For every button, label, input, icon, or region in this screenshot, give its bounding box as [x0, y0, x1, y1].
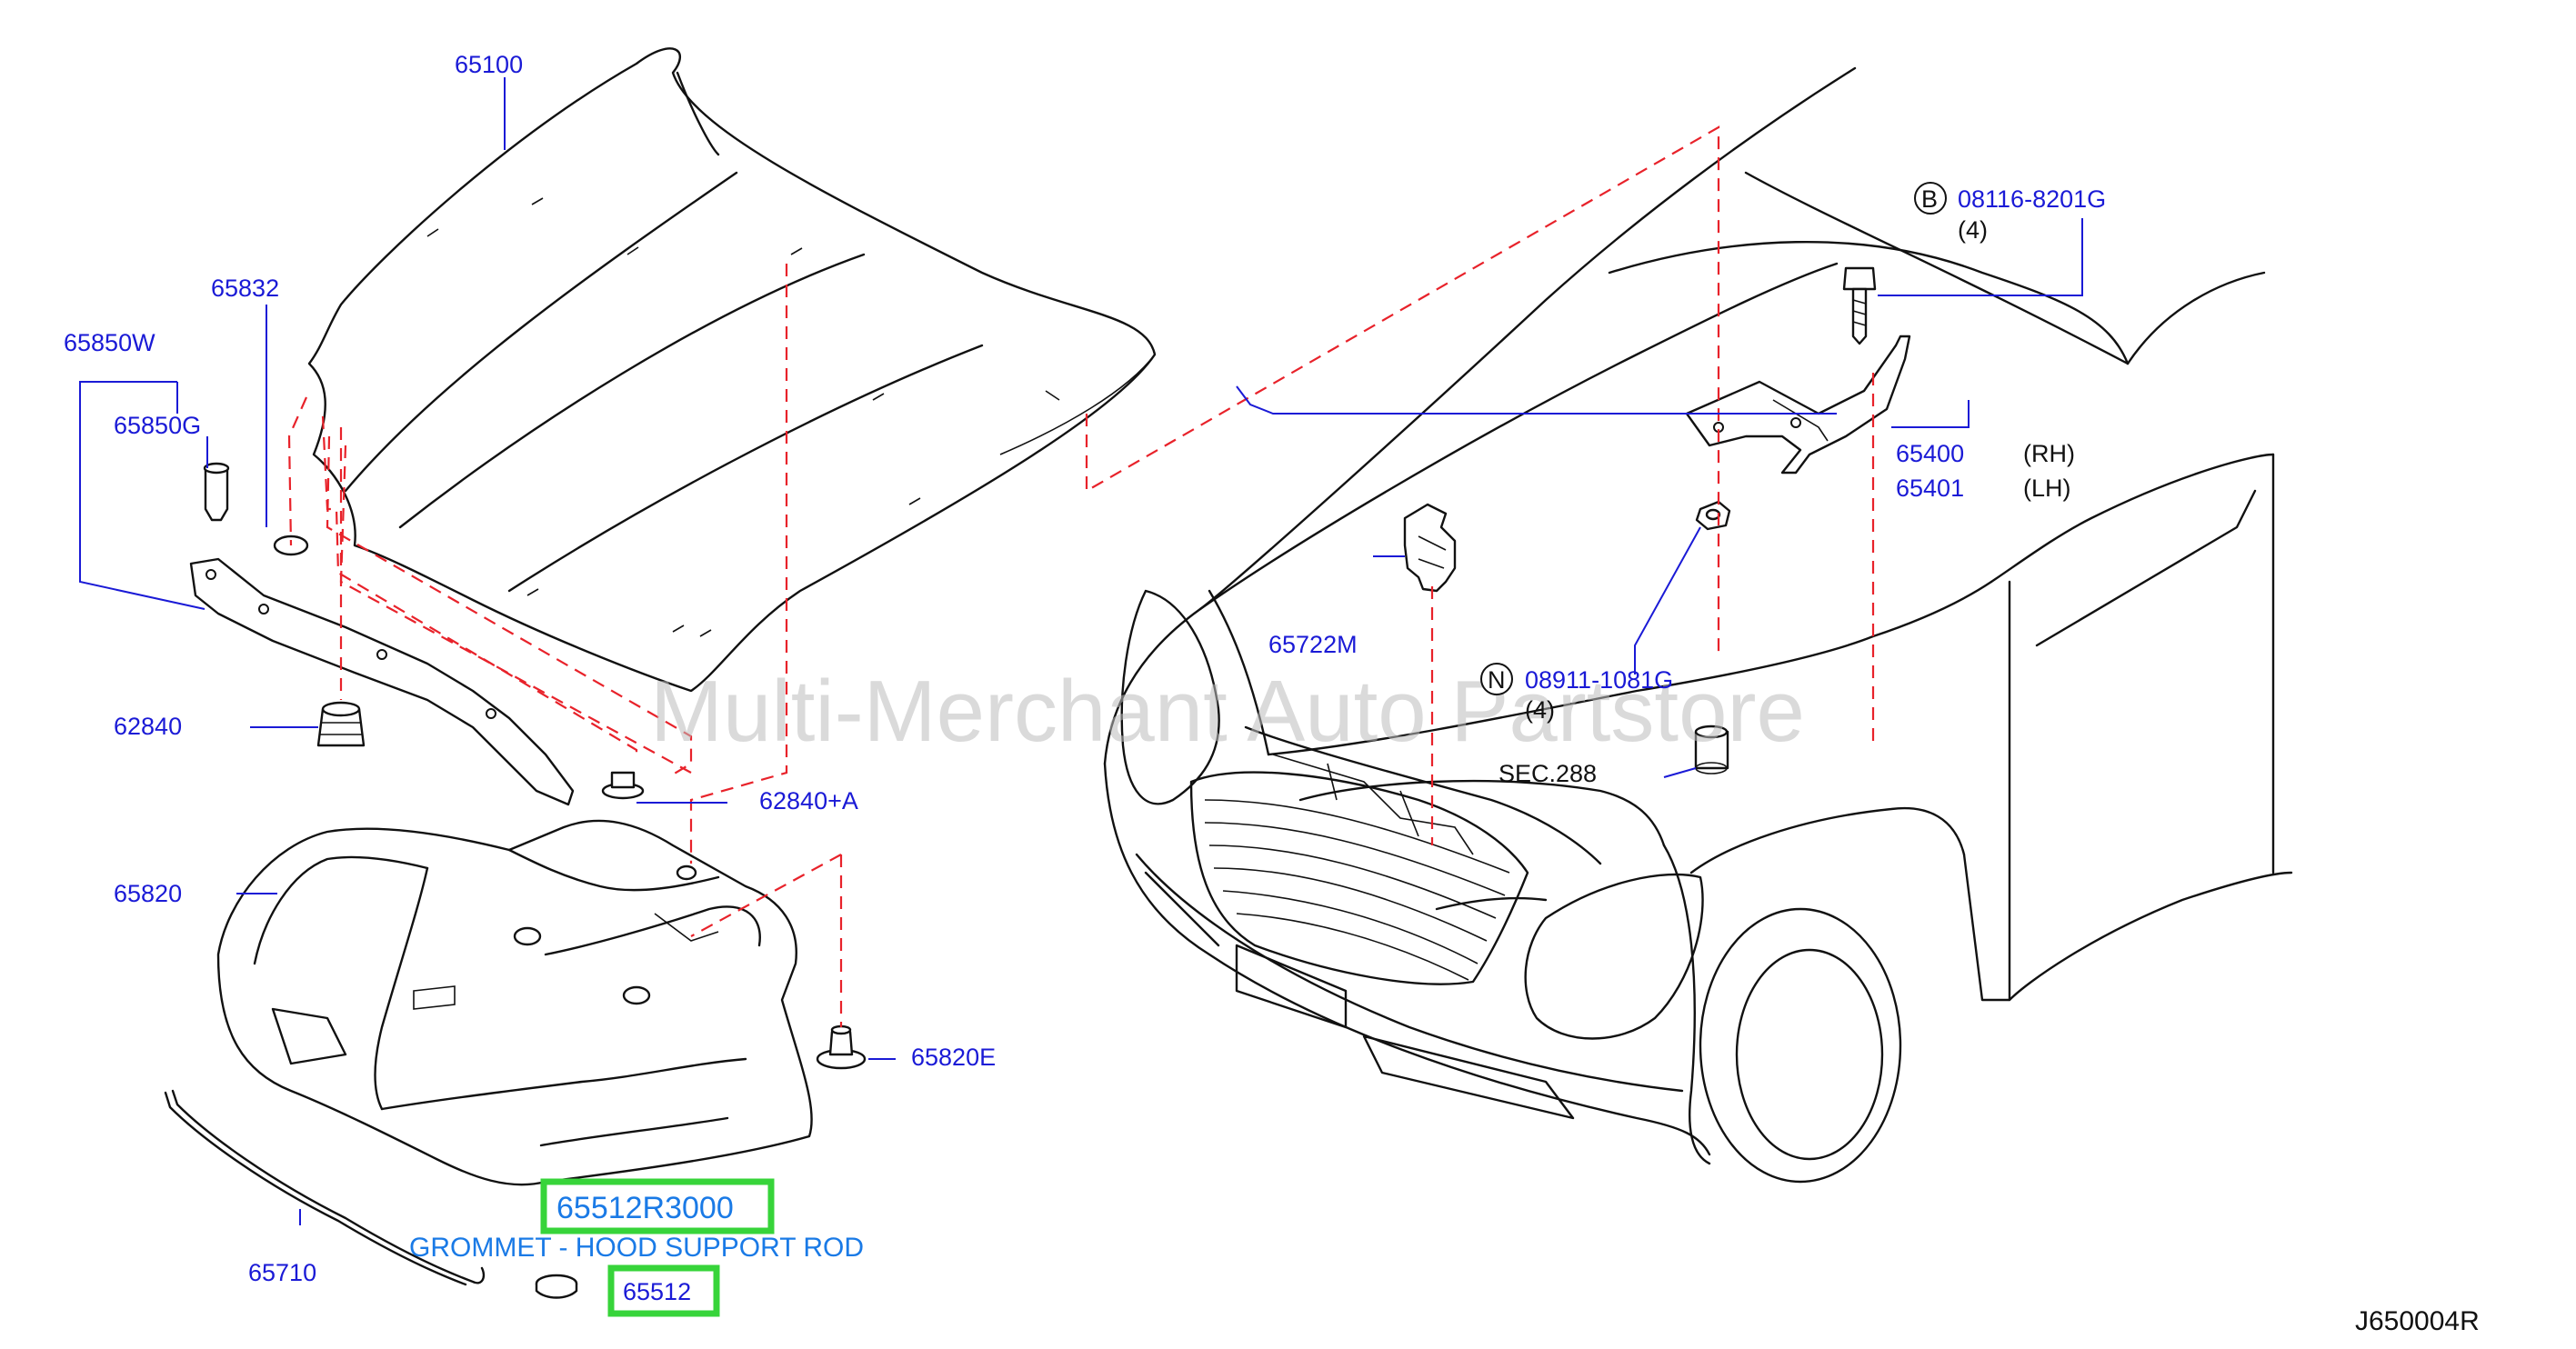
- rod-clamp: [1403, 503, 1457, 593]
- vehicle-body: [1103, 66, 2293, 1184]
- callout-65820[interactable]: 65820: [114, 880, 182, 907]
- sec288-part: [1694, 724, 1729, 774]
- seal-clip: [203, 462, 230, 522]
- grommet: [535, 1274, 578, 1299]
- highlighted-part-number[interactable]: 65512R3000: [556, 1191, 734, 1225]
- hood-support-rod: [164, 1089, 486, 1286]
- watermark: Multi-Merchant Auto Partstore: [650, 663, 1805, 760]
- highlight-box-callout: [607, 1264, 720, 1317]
- callout-62840A[interactable]: 62840+A: [759, 787, 858, 814]
- code-circle-n: [1480, 663, 1513, 695]
- drawing-code: J650004R: [2355, 1306, 2480, 1336]
- callout-08116-8201G[interactable]: 08116-8201G: [1958, 185, 2106, 213]
- callout-65850G[interactable]: 65850G: [114, 412, 201, 439]
- callout-65100[interactable]: 65100: [455, 51, 523, 78]
- callout-65832[interactable]: 65832: [211, 275, 279, 302]
- hood-stopper: [316, 701, 366, 747]
- assembly-lines: [287, 125, 1875, 1027]
- highlight-box-part-number: [540, 1178, 775, 1234]
- label-lh: (LH): [2023, 475, 2071, 502]
- nut-qty: (4): [1525, 696, 1555, 724]
- hood-hinge: [1685, 335, 1911, 475]
- section-ref: SEC.288: [1498, 760, 1597, 787]
- hinge-bolt: [1842, 266, 1877, 345]
- callout-65722M[interactable]: 65722M: [1268, 631, 1358, 658]
- hood-insulator: [216, 819, 813, 1186]
- highlighted-part-description: GROMMET - HOOD SUPPORT ROD: [409, 1233, 864, 1263]
- code-circle-b: [1914, 182, 1947, 215]
- insulator-clip: [816, 1024, 867, 1070]
- hinge-nut: [1695, 500, 1731, 531]
- callout-62840[interactable]: 62840: [114, 713, 182, 740]
- hood-seal-strip: [189, 557, 575, 806]
- callout-65401[interactable]: 65401: [1896, 475, 1964, 502]
- leader-lines: [79, 77, 2083, 1225]
- callout-65710[interactable]: 65710: [248, 1259, 316, 1286]
- bolt-qty: (4): [1958, 216, 1988, 244]
- hood-panel: [307, 47, 1157, 693]
- callout-65850W[interactable]: 65850W: [64, 329, 155, 356]
- callout-65820E[interactable]: 65820E: [911, 1044, 996, 1071]
- hood-stopper-a: [601, 771, 645, 800]
- callout-08911-1081G[interactable]: 08911-1081G: [1525, 666, 1673, 694]
- callout-65512[interactable]: 65512: [623, 1278, 691, 1305]
- code-n: N: [1488, 666, 1506, 694]
- code-b: B: [1921, 185, 1938, 213]
- label-rh: (RH): [2023, 440, 2075, 467]
- callout-65400[interactable]: 65400: [1896, 440, 1964, 467]
